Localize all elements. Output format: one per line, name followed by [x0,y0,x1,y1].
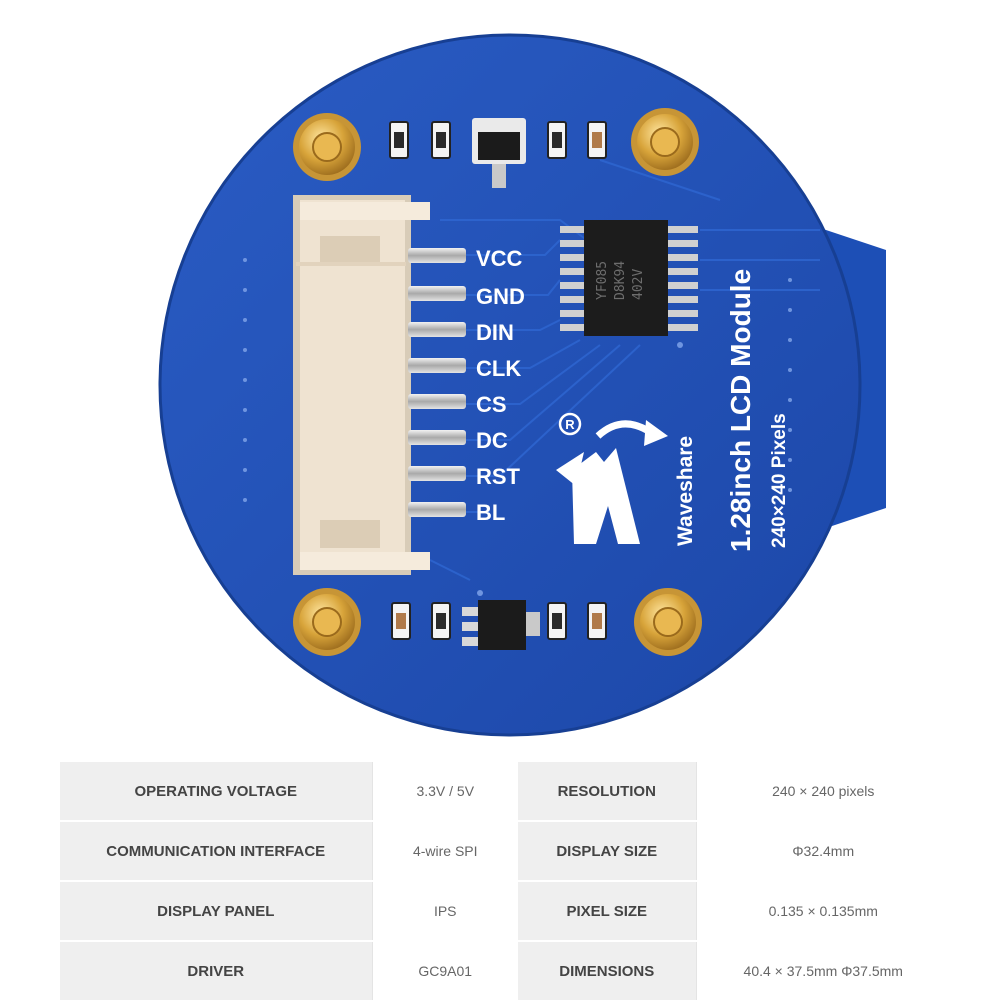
table-row: OPERATING VOLTAGE 3.3V / 5V RESOLUTION 2… [60,760,950,822]
spec-value: Φ32.4mm [695,820,950,882]
pin-label-clk: CLK [476,356,521,381]
pin-label-din: DIN [476,320,514,345]
registered-mark: R [565,417,575,432]
spec-value: 4-wire SPI [371,820,518,882]
spec-label: DRIVER [60,940,372,1000]
spec-label: DISPLAY PANEL [60,880,372,942]
waveshare-logo: R [556,412,668,544]
ic-marking: YF085 [595,261,610,300]
spec-label: DISPLAY SIZE [518,820,696,882]
table-row: COMMUNICATION INTERFACE 4-wire SPI DISPL… [60,820,950,882]
spec-value: 3.3V / 5V [371,760,518,822]
mounting-hole [631,108,699,176]
spec-label: COMMUNICATION INTERFACE [60,820,372,882]
module-resolution: 240×240 Pixels [769,413,790,548]
spec-value: 240 × 240 pixels [695,760,950,822]
pin-label-vcc: VCC [476,246,523,271]
table-row: DISPLAY PANEL IPS PIXEL SIZE 0.135 × 0.1… [60,880,950,942]
mounting-hole [293,113,361,181]
spec-label: PIXEL SIZE [518,880,696,942]
driver-ic-chip: YF085 D8K94 402V [560,220,698,336]
module-title: 1.28inch LCD Module [725,269,756,552]
pin-label-bl: BL [476,500,505,525]
lcd-module-board: YF085 D8K94 402V V [158,33,886,737]
pin-label-cs: CS [476,392,507,417]
pin-label-rst: RST [476,464,521,489]
spec-value: GC9A01 [371,940,518,1000]
mounting-hole [293,588,361,656]
brand-name: Waveshare [674,436,697,546]
connector-pins [408,248,466,517]
pin-label-gnd: GND [476,284,525,309]
spec-value: 40.4 × 37.5mm Φ37.5mm [695,940,950,1000]
spec-label: DIMENSIONS [518,940,696,1000]
spec-label: OPERATING VOLTAGE [60,760,372,822]
ic-marking: 402V [631,269,646,300]
spec-label: RESOLUTION [518,760,696,822]
spec-value: IPS [371,880,518,942]
smd-components-top [389,118,607,188]
fpc-connector [293,195,430,575]
table-row: DRIVER GC9A01 DIMENSIONS 40.4 × 37.5mm Φ… [60,940,950,1000]
pin-label-dc: DC [476,428,508,453]
mounting-hole [634,588,702,656]
pin-labels: VCC GND DIN CLK CS DC RST BL [476,246,525,525]
pcb-vias [243,258,792,596]
ic-marking: D8K94 [613,261,628,300]
spec-value: 0.135 × 0.135mm [695,880,950,942]
smd-components-bottom [391,600,607,650]
spec-table: OPERATING VOLTAGE 3.3V / 5V RESOLUTION 2… [60,760,950,1000]
